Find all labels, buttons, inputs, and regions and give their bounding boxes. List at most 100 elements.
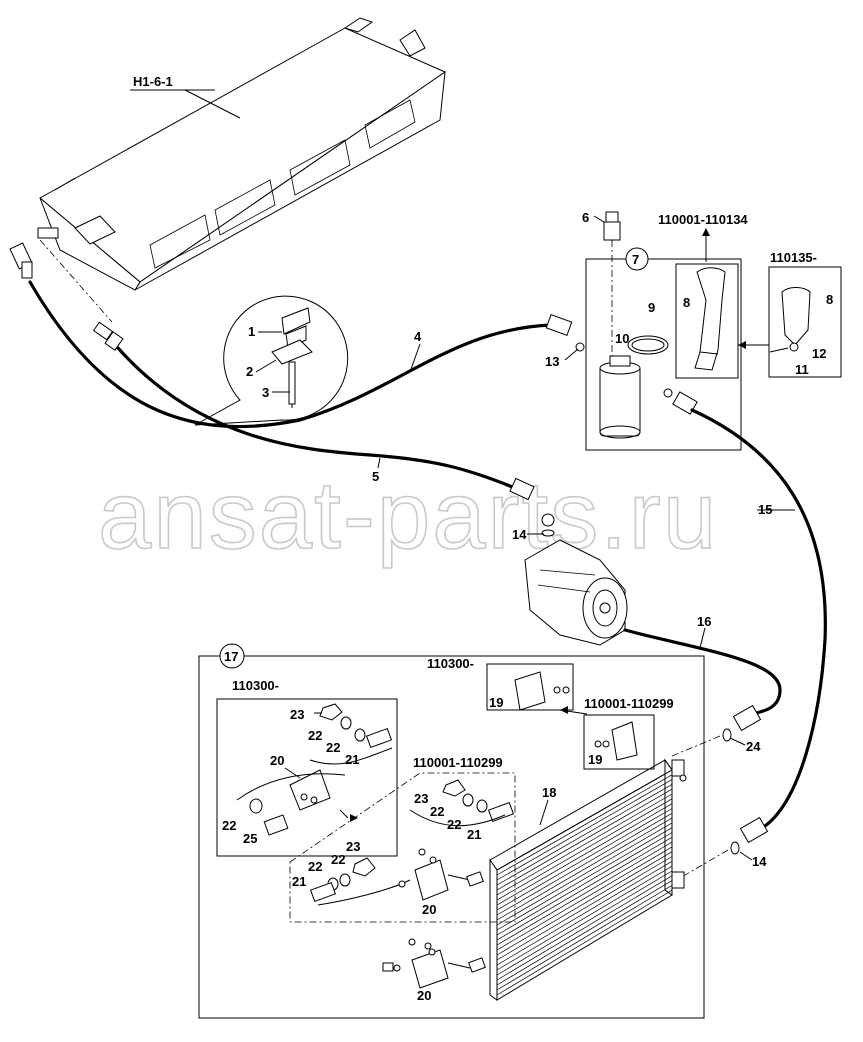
condenser-fin-line [496,865,673,971]
evaporator-ref-label: H1-6-1 [133,74,173,89]
condenser-fin-line [496,856,673,961]
receiver-drier-10 [599,355,641,439]
compressor [509,477,628,646]
condenser-fin-line [496,812,673,916]
callout-14b: 14 [752,854,767,869]
callout-22b: 22 [326,740,340,755]
condenser-fin-line [496,832,673,936]
condenser-fin-line [496,803,673,906]
callout-22c: 22 [222,818,236,833]
callout-23b: 23 [414,791,428,806]
condenser-fin-line [496,784,673,886]
callout-4: 4 [414,329,422,344]
receiver-late-ref: 110135- [770,250,817,265]
callout-20b: 20 [422,902,436,917]
callout-23a: 23 [290,707,304,722]
callout-22f: 22 [331,852,345,867]
condenser-fin-line [496,889,673,996]
bracket-20-early-hardware [309,779,515,906]
bracket-early-frame [675,263,739,379]
condenser-fin-line [496,885,673,991]
callout-12: 12 [812,346,826,361]
callout-9: 9 [648,300,655,315]
callout-22e: 22 [447,817,461,832]
callout-6: 6 [582,210,589,225]
evaporator-fittings [9,227,124,351]
callout-21a: 21 [345,752,359,767]
callout-24: 24 [746,739,761,754]
callout-8a: 8 [683,295,690,310]
bracket-20-bottom [382,938,471,989]
callout-17: 17 [224,649,238,664]
hose-4 [28,280,552,429]
callout-20c: 20 [417,988,431,1003]
bracket-early-ref: 110001-110299 [413,755,503,770]
condenser-fin-line [496,808,673,911]
cond-early-ref: 110001-110299 [584,696,674,711]
callout-11: 11 [795,362,809,377]
evaporator-unit [39,17,447,291]
cond-late-ref: 110300- [427,656,474,671]
bracket-late-ref: 110300- [232,678,279,693]
callout-19b: 19 [588,752,602,767]
callout-20a: 20 [270,753,284,768]
condenser-fin-line [496,880,673,986]
callout-3: 3 [262,385,269,400]
callout-21b: 21 [467,827,481,842]
condenser-fin-line [496,836,673,941]
receiver-box [585,258,742,451]
condenser-fin-line [496,846,673,951]
callout-2: 2 [246,364,253,379]
condenser-fin-line [496,793,673,896]
condenser-fin-line [496,779,673,881]
callout-14a: 14 [512,527,527,542]
hose-15 [690,408,827,828]
bracket-early-subassembly [289,772,516,923]
callout-25: 25 [243,831,257,846]
bracket-19-early-frame [583,714,655,770]
condenser-fin-line [496,827,673,931]
callout-22a: 22 [308,728,322,743]
hose-16 [623,628,782,717]
callout-22-extra: 22 [308,859,322,874]
bracket-8-early [694,267,726,371]
condenser-fin-line [496,860,673,966]
bracket-8-late [769,287,811,353]
callout-23c: 23 [346,839,360,854]
bracket-late-frame [768,266,842,378]
condenser-fin-line [496,875,673,981]
condenser-fin-line [496,798,673,901]
condenser-frame [198,655,705,1019]
condenser-fin-line [496,822,673,926]
pressure-switch-6 [603,211,621,360]
callout-16: 16 [697,614,711,629]
callout-10: 10 [615,331,629,346]
receiver-early-ref: 110001-110134 [658,212,748,227]
callout-5: 5 [372,469,379,484]
callout-1: 1 [248,324,255,339]
bracket-20-late-hardware [236,703,393,836]
fitting-13 [545,314,573,336]
watermark-text: ansat-parts.ru [98,462,718,569]
condenser-fin-line [496,817,673,921]
condenser-fin-line [496,774,673,876]
callout-17-circle [219,643,245,669]
hose-5 [116,346,522,492]
detail-circle-bracket [194,295,349,426]
callout-7-circle [625,247,649,271]
condenser-fin-line [496,841,673,946]
condenser-fin-line [496,788,673,891]
callout-8b: 8 [826,292,833,307]
condenser-fin-line [496,851,673,956]
callout-19a: 19 [489,695,503,710]
callout-18: 18 [542,785,556,800]
condenser-core-18 [489,758,687,1001]
callout-7: 7 [632,252,639,267]
callout-21c: 21 [292,874,306,889]
callout-22d: 22 [430,804,444,819]
condenser-fin-line [496,870,673,976]
bracket-late-subassembly [216,698,398,857]
callout-13: 13 [545,354,559,369]
